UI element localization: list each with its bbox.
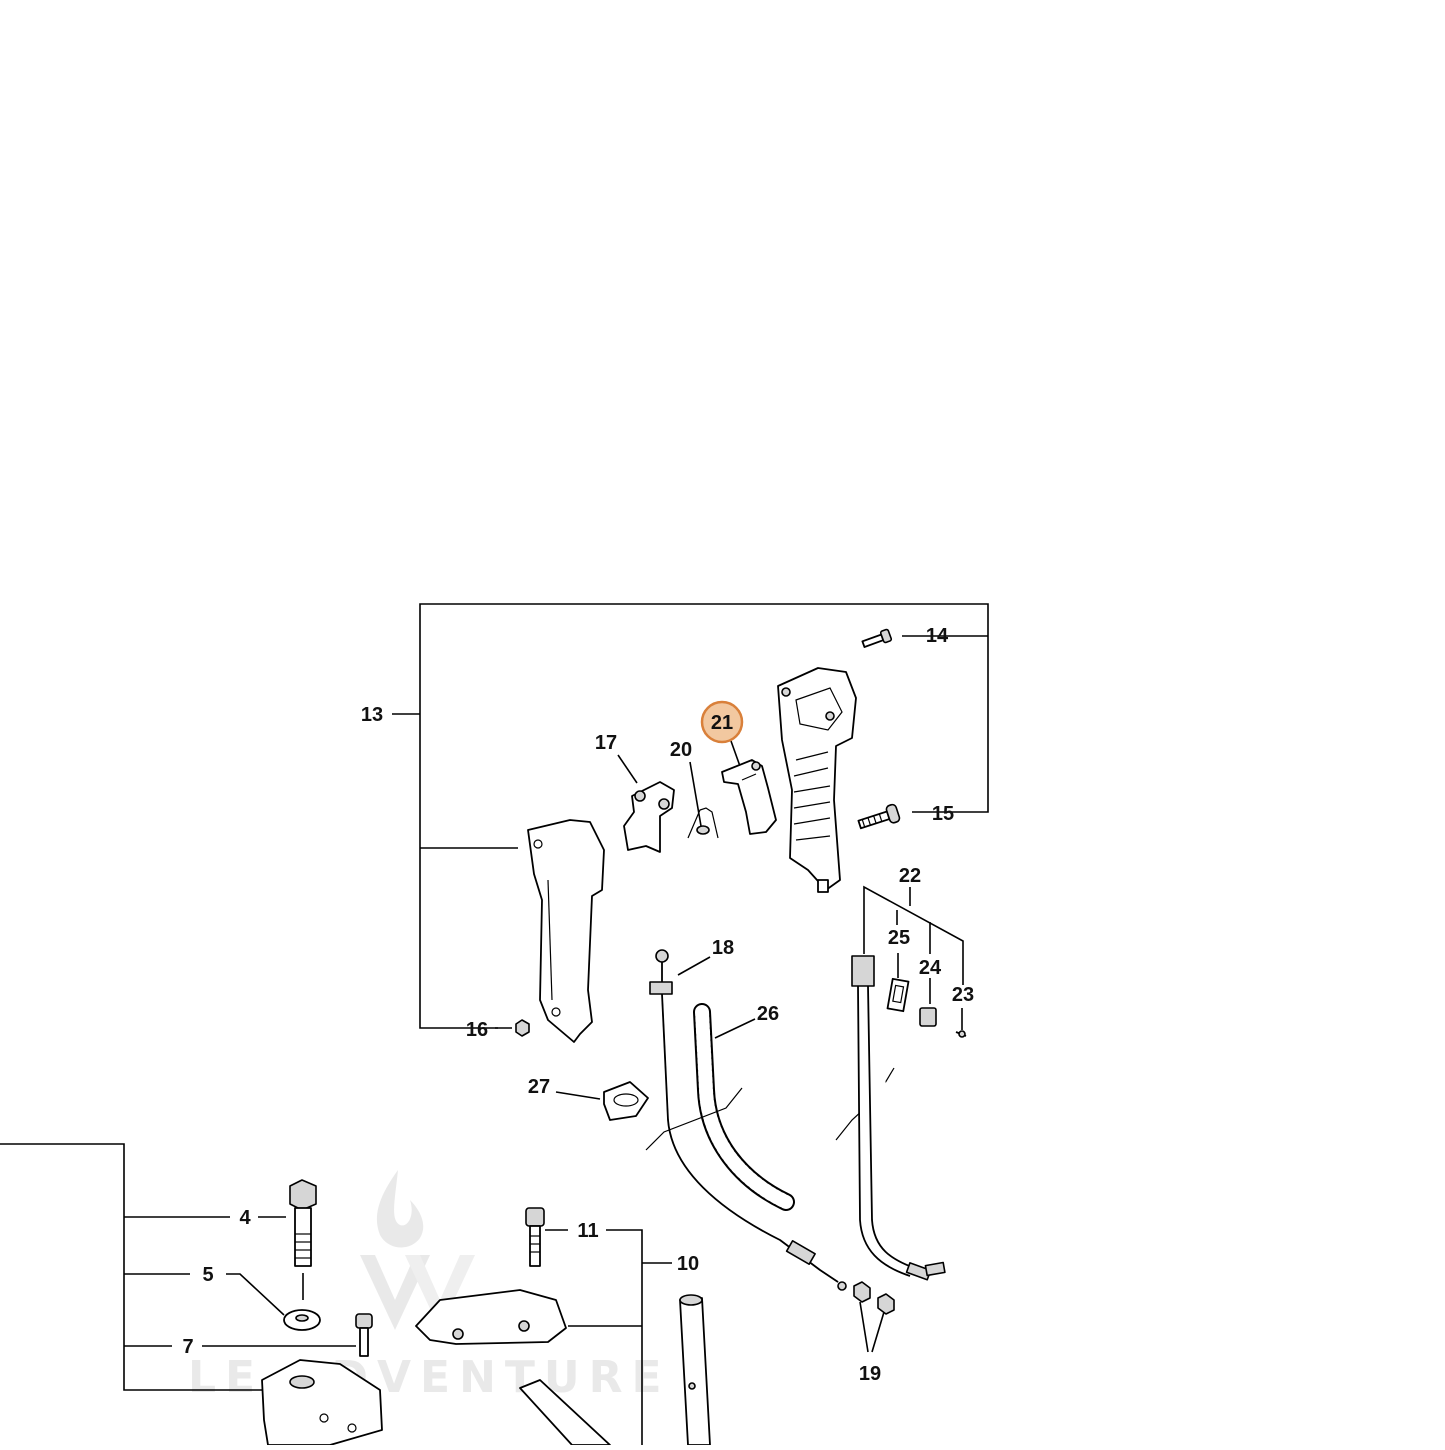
nut-16 [515,1019,530,1037]
flame-v-logo [360,1170,475,1330]
interlock-lever-17 [623,781,675,853]
callout-labels: 13 14 15 16 17 18 19 20 21 22 23 24 25 2… [182,625,974,1385]
callout-4: 4 [239,1207,251,1229]
conduit-hose-26 [693,1003,795,1211]
callout-14: 14 [926,625,949,647]
nuts-19 [853,1281,895,1315]
plate-25 [886,977,910,1013]
callout-25: 25 [888,927,910,949]
bolt-4 [289,1179,317,1267]
handle-half-right [777,667,857,893]
throttle-lever-21 [721,759,777,835]
mount-bracket [261,1359,383,1446]
callout-16: 16 [466,1019,488,1041]
shaft-tube [679,1294,711,1446]
callout-26: 26 [757,1003,779,1025]
screw-7 [355,1313,373,1357]
highlight-circle [700,700,744,744]
callout-18: 18 [712,937,734,959]
watermark-text: LE ADVENTURE [188,1352,671,1403]
watermark: LE ADVENTURE [188,1170,671,1403]
callout-11: 11 [577,1220,598,1242]
screw-15 [857,803,901,830]
callout-27: 27 [528,1076,550,1098]
callout-19: 19 [859,1363,881,1385]
callout-17: 17 [595,732,617,754]
throttle-cable-18 [649,949,847,1291]
callout-21: 21 [711,712,733,734]
callout-24: 24 [919,957,942,979]
callout-5: 5 [202,1264,213,1286]
callout-10: 10 [677,1253,699,1275]
cable-clip-27 [603,1081,649,1121]
callout-15: 15 [932,803,954,825]
screw-14 [861,628,893,648]
spring-20 [687,807,719,839]
block-24 [919,1007,937,1027]
screw-11 [525,1207,545,1267]
callout-13: 13 [361,704,383,726]
callout-21-highlight[interactable]: 21 [700,700,744,744]
screw-23 [955,1030,967,1038]
callout-7: 7 [182,1336,193,1358]
callout-22: 22 [899,865,921,887]
washer-5 [283,1309,321,1331]
wire-harness-22 [851,955,946,1281]
callout-20: 20 [670,739,692,761]
callout-23: 23 [952,984,974,1006]
clamp-10 [415,1289,567,1345]
handle-half-left [527,819,605,1043]
